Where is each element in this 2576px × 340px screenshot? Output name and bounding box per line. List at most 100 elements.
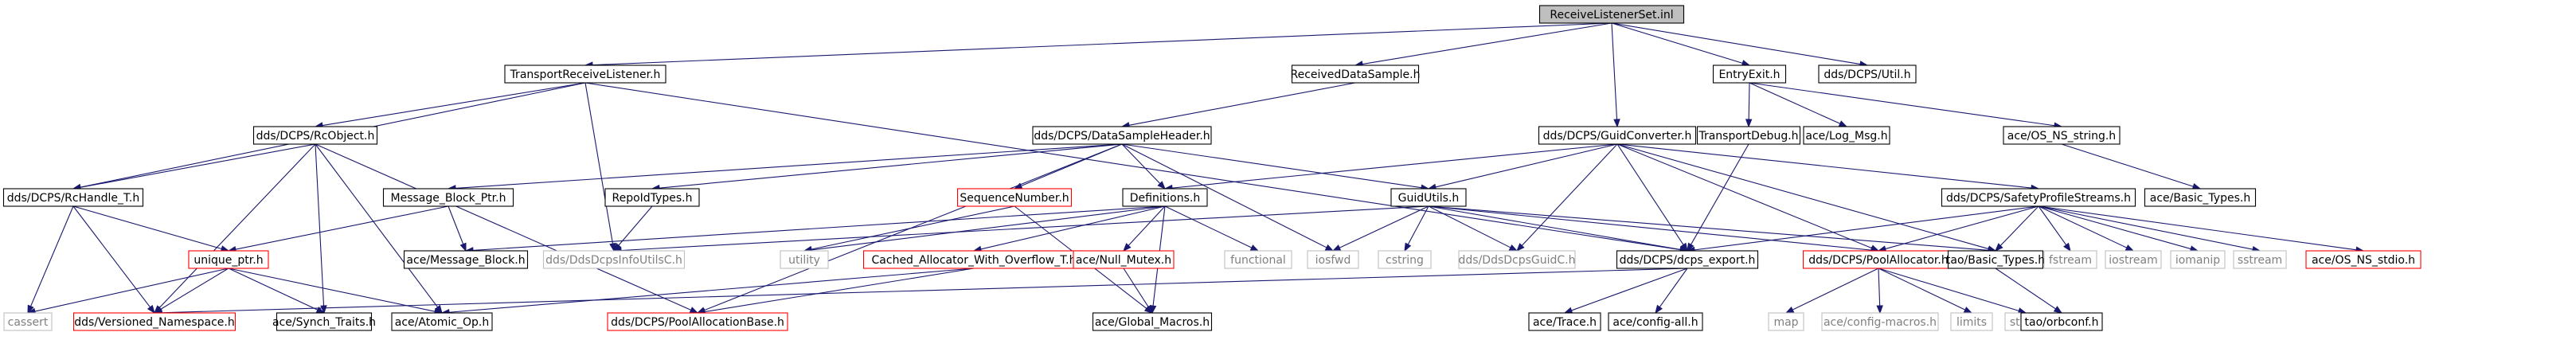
node-box xyxy=(607,312,788,331)
node-box xyxy=(2233,250,2287,269)
node-dds-dcps-datasampleheader-h[interactable]: dds/DCPS/DataSampleHeader.h xyxy=(1032,126,1212,145)
node-box xyxy=(1821,312,1939,331)
node-label: unique_ptr.h xyxy=(193,254,263,267)
node-label: sstream xyxy=(2238,254,2282,267)
edge-dcx-to-vn xyxy=(153,268,1688,316)
node-box xyxy=(1307,250,1359,269)
node-box xyxy=(1528,312,1601,331)
node-dds-dcps-rchandle-t-h[interactable]: dds/DCPS/RcHandle_T.h xyxy=(2,188,144,207)
edge-root-to-gc xyxy=(1611,22,1620,128)
node-label: dds/DCPS/dcps_export.h xyxy=(1620,254,1756,267)
edge-defs-to-utility xyxy=(803,205,1166,254)
node-label: EntryExit.h xyxy=(1718,68,1780,81)
edge-sps-to-pa xyxy=(1877,205,2039,252)
node-transportreceivelistener-h[interactable]: TransportReceiveListener.h xyxy=(504,64,666,84)
node-tao-basic-types-h[interactable]: tao/Basic_Types.h xyxy=(1946,250,2045,269)
node-label: dds/DdsDcpsGuidC.h xyxy=(1459,254,1576,267)
node-dds-dcps-poolallocationbase-h[interactable]: dds/DCPS/PoolAllocationBase.h xyxy=(607,312,788,331)
node-box xyxy=(1073,250,1175,269)
node-tao-orbconf-h[interactable]: tao/orbconf.h xyxy=(2020,312,2103,331)
node-functional[interactable]: functional xyxy=(1224,250,1292,269)
node-dds-dcps-poolallocator-h[interactable]: dds/DCPS/PoolAllocator.h xyxy=(1802,250,1955,269)
node-dds-dcps-safetyprofilestreams-h[interactable]: dds/DCPS/SafetyProfileStreams.h xyxy=(1941,188,2136,207)
edge-mbp-to-amb xyxy=(448,205,467,252)
node-ace-null-mutex-h[interactable]: ace/Null_Mutex.h xyxy=(1073,250,1175,269)
node-ace-message-block-h[interactable]: ace/Message_Block.h xyxy=(403,250,529,269)
node-label: GuidUtils.h xyxy=(1398,192,1460,205)
node-guidutils-h[interactable]: GuidUtils.h xyxy=(1390,188,1467,207)
edge-layer xyxy=(26,22,2365,316)
node-limits[interactable]: limits xyxy=(1950,312,1993,331)
node-box xyxy=(1122,188,1208,207)
node-map[interactable]: map xyxy=(1768,312,1804,331)
node-iosfwd[interactable]: iosfwd xyxy=(1307,250,1359,269)
node-box xyxy=(956,188,1073,207)
node-ace-basic-types-h[interactable]: ace/Basic_Types.h xyxy=(2144,188,2257,207)
node-entryexit-h[interactable]: EntryExit.h xyxy=(1712,64,1787,84)
node-box xyxy=(1768,312,1804,331)
edge-gu-to-dcx xyxy=(1428,205,1689,253)
edge-pa-to-string xyxy=(1878,268,2027,315)
node-label: map xyxy=(1773,316,1798,329)
edge-defs-to-anm xyxy=(1123,205,1166,252)
node-repoidtypes-h[interactable]: RepoIdTypes.h xyxy=(604,188,700,207)
node-label: tao/Basic_Types.h xyxy=(1946,254,2045,267)
node-label: ReceivedDataSample.h xyxy=(1291,68,1421,81)
edge-rch-to-up xyxy=(72,205,230,252)
node-ace-atomic-op-h[interactable]: ace/Atomic_Op.h xyxy=(391,312,493,331)
node-label: iomanip xyxy=(2175,254,2220,267)
node-dds-dcps-util-h[interactable]: dds/DCPS/Util.h xyxy=(1818,64,1917,84)
node-label: ace/Atomic_Op.h xyxy=(395,316,489,329)
node-utility[interactable]: utility xyxy=(780,250,829,269)
node-dds-dcps-rcobject-h[interactable]: dds/DCPS/RcObject.h xyxy=(252,126,378,145)
node-unique-ptr-h[interactable]: unique_ptr.h xyxy=(188,250,269,269)
edge-gc-to-pa xyxy=(1616,143,1880,252)
node-transportdebug-h[interactable]: TransportDebug.h xyxy=(1696,126,1801,145)
node-label: utility xyxy=(788,254,820,267)
node-ace-log-msg-h[interactable]: ace/Log_Msg.h xyxy=(1803,126,1890,145)
node-label: fstream xyxy=(2049,254,2092,267)
node-label: TransportDebug.h xyxy=(1698,130,1798,143)
node-box xyxy=(504,64,666,84)
node-box xyxy=(1616,250,1759,269)
node-iomanip[interactable]: iomanip xyxy=(2170,250,2226,269)
edge-gu-to-ddiu xyxy=(612,205,1429,254)
node-label: ace/config-all.h xyxy=(1612,316,1698,329)
node-box xyxy=(391,312,493,331)
node-ace-trace-h[interactable]: ace/Trace.h xyxy=(1528,312,1601,331)
node-ace-synch-traits-h[interactable]: ace/Synch_Traits.h xyxy=(272,312,376,331)
node-ace-global-macros-h[interactable]: ace/Global_Macros.h xyxy=(1092,312,1213,331)
edge-ee-to-ostr xyxy=(1749,82,2063,129)
node-label: ace/Message_Block.h xyxy=(406,254,525,267)
node-box xyxy=(1608,312,1703,331)
node-label: ace/Null_Mutex.h xyxy=(1076,254,1171,267)
node-dds-ddsdcpsinfoutilsc-h[interactable]: dds/DdsDcpsInfoUtilsC.h xyxy=(542,250,686,269)
node-dds-ddsdcpsguidc-h[interactable]: dds/DdsDcpsGuidC.h xyxy=(1458,250,1576,269)
node-cassert[interactable]: cassert xyxy=(3,312,53,331)
edge-rco-to-pab xyxy=(315,143,699,314)
node-dds-dcps-dcps-export-h[interactable]: dds/DCPS/dcps_export.h xyxy=(1616,250,1759,269)
node-dds-dcps-guidconverter-h[interactable]: dds/DCPS/GuidConverter.h xyxy=(1538,126,1697,145)
edge-trl-to-ddiu xyxy=(584,82,616,252)
node-ace-config-macros-h[interactable]: ace/config-macros.h xyxy=(1821,312,1939,331)
node-message-block-ptr-h[interactable]: Message_Block_Ptr.h xyxy=(382,188,514,207)
node-cstring[interactable]: cstring xyxy=(1378,250,1432,269)
node-box xyxy=(2003,126,2121,145)
node-ace-os-ns-stdio-h[interactable]: ace/OS_NS_stdio.h xyxy=(2305,250,2422,269)
node-iostream[interactable]: iostream xyxy=(2105,250,2162,269)
edge-gu-to-ddgc xyxy=(1428,205,1519,252)
node-cached-allocator-with-overflow-t-h[interactable]: Cached_Allocator_With_Overflow_T.h xyxy=(862,250,1085,269)
node-fstream[interactable]: fstream xyxy=(2043,250,2097,269)
node-sstream[interactable]: sstream xyxy=(2233,250,2287,269)
node-box xyxy=(403,250,529,269)
node-definitions-h[interactable]: Definitions.h xyxy=(1122,188,1208,207)
node-ace-config-all-h[interactable]: ace/config-all.h xyxy=(1608,312,1703,331)
node-box xyxy=(2170,250,2226,269)
node-box xyxy=(1378,250,1432,269)
node-ace-os-ns-string-h[interactable]: ace/OS_NS_string.h xyxy=(2003,126,2121,145)
node-receiveddatasample-h[interactable]: ReceivedDataSample.h xyxy=(1291,64,1421,84)
node-dds-versioned-namespace-h[interactable]: dds/Versioned_Namespace.h xyxy=(72,312,236,331)
node-label: cassert xyxy=(8,316,49,329)
node-sequencenumber-h[interactable]: SequenceNumber.h xyxy=(956,188,1073,207)
